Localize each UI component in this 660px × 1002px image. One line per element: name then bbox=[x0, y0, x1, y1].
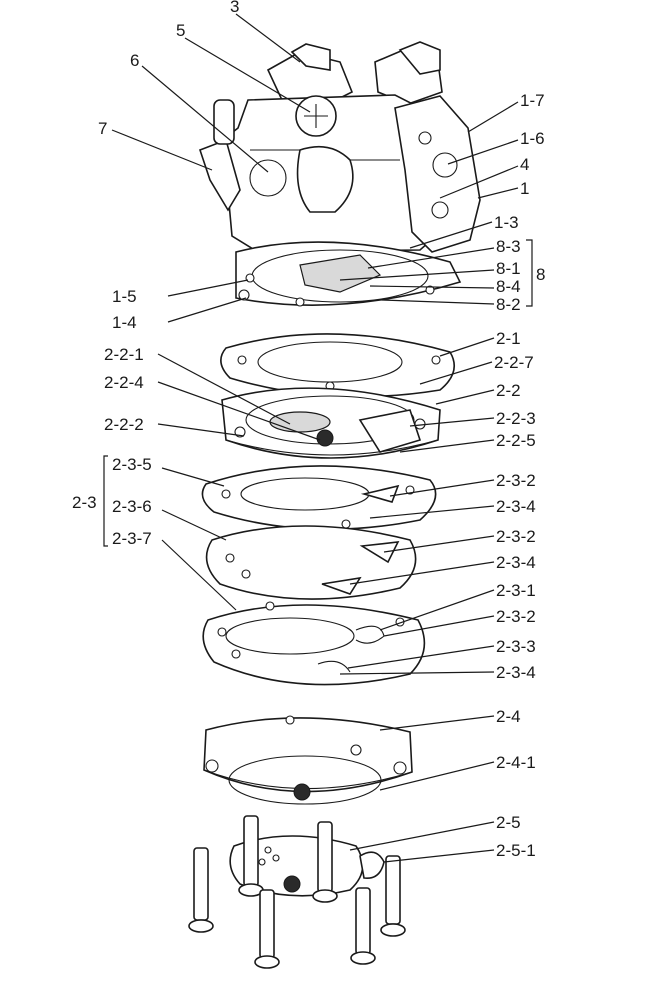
label-2-5: 2-5 bbox=[496, 813, 521, 832]
diaphragm-2-3-7-part bbox=[202, 601, 426, 686]
carburetor-body-part bbox=[198, 41, 481, 307]
label-2-3: 2-3 bbox=[72, 493, 97, 512]
cover-2-4-part bbox=[203, 715, 413, 805]
label-2-3-2-a: 2-3-2 bbox=[496, 471, 536, 490]
callout-labels: 3 5 6 7 1-7 1-6 4 1 1-3 8-3 8-1 8 8-4 8-… bbox=[72, 0, 545, 860]
label-2-3-1: 2-3-1 bbox=[496, 581, 536, 600]
label-3: 3 bbox=[230, 0, 239, 16]
leader-lines bbox=[103, 13, 533, 863]
label-2-2-1: 2-2-1 bbox=[104, 345, 144, 364]
label-7: 7 bbox=[98, 119, 107, 138]
gasket-2-3-6-part bbox=[205, 519, 417, 600]
label-1: 1 bbox=[520, 179, 529, 198]
label-2-5-1: 2-5-1 bbox=[496, 841, 536, 860]
label-2-3-4-b: 2-3-4 bbox=[496, 553, 536, 572]
label-1-7: 1-7 bbox=[520, 91, 545, 110]
pump-body-2-2-part bbox=[221, 387, 441, 459]
diaphragm-2-3-5-part bbox=[201, 465, 437, 531]
label-2-3-4-a: 2-3-4 bbox=[496, 497, 536, 516]
label-2-3-6: 2-3-6 bbox=[112, 497, 152, 516]
label-2-2-3: 2-2-3 bbox=[496, 409, 536, 428]
label-8-1: 8-1 bbox=[496, 259, 521, 278]
label-2-4: 2-4 bbox=[496, 707, 521, 726]
label-2-2-7: 2-2-7 bbox=[494, 353, 534, 372]
label-2-1: 2-1 bbox=[496, 329, 521, 348]
label-2-4-1: 2-4-1 bbox=[496, 753, 536, 772]
label-2-3-3: 2-3-3 bbox=[496, 637, 536, 656]
label-8: 8 bbox=[536, 265, 545, 284]
label-2-2-4: 2-2-4 bbox=[104, 373, 144, 392]
label-2-2-5: 2-2-5 bbox=[496, 431, 536, 450]
label-2-3-4-c: 2-3-4 bbox=[496, 663, 536, 682]
label-1-6: 1-6 bbox=[520, 129, 545, 148]
label-8-4: 8-4 bbox=[496, 277, 521, 296]
label-4: 4 bbox=[520, 155, 529, 174]
label-6: 6 bbox=[130, 51, 139, 70]
label-8-2: 8-2 bbox=[496, 295, 521, 314]
label-2-3-5: 2-3-5 bbox=[112, 455, 152, 474]
screws-part bbox=[188, 815, 406, 969]
label-8-3: 8-3 bbox=[496, 237, 521, 256]
label-2-2-2: 2-2-2 bbox=[104, 415, 144, 434]
label-2-2: 2-2 bbox=[496, 381, 521, 400]
label-1-3: 1-3 bbox=[494, 213, 519, 232]
label-5: 5 bbox=[176, 21, 185, 40]
label-1-5: 1-5 bbox=[112, 287, 137, 306]
label-1-4: 1-4 bbox=[112, 313, 137, 332]
label-2-3-2-b: 2-3-2 bbox=[496, 527, 536, 546]
label-2-3-2-c: 2-3-2 bbox=[496, 607, 536, 626]
gasket-2-1-part bbox=[220, 333, 456, 398]
label-2-3-7: 2-3-7 bbox=[112, 529, 152, 548]
